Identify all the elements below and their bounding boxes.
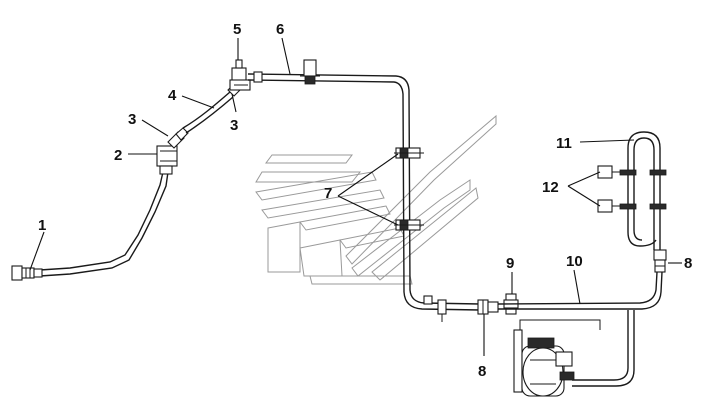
pipe-10	[497, 271, 663, 310]
callout-labels: 1 2 3 4 3 5 6 7 8 9 10 8 11 12	[38, 21, 692, 380]
callout-2: 2	[114, 147, 122, 164]
clamp-6	[300, 59, 320, 85]
clamp-7-lower	[394, 219, 424, 231]
coupling-8-right	[653, 249, 667, 273]
hose-4	[182, 91, 234, 134]
valve-5	[229, 59, 251, 91]
callout-1: 1	[38, 217, 46, 234]
callout-3-right: 3	[230, 117, 238, 134]
callout-9: 9	[506, 255, 514, 272]
leader-lines	[29, 37, 682, 356]
pipe-1	[17, 171, 169, 277]
clamp-7-upper	[394, 147, 424, 159]
connector-2	[156, 145, 178, 175]
compressor-unit	[513, 329, 575, 397]
clips-12	[597, 165, 667, 213]
return-pipe	[519, 310, 635, 387]
callout-10: 10	[566, 253, 583, 270]
coil-pipe-11	[627, 131, 661, 250]
elbow-fitting-3-left	[167, 127, 189, 149]
callout-3-left: 3	[128, 111, 136, 128]
bottom-tee-fitting	[423, 295, 447, 322]
callout-8-bottom: 8	[478, 363, 486, 380]
callout-7: 7	[324, 185, 332, 202]
callout-4: 4	[168, 87, 177, 104]
watermark-logo	[255, 114, 497, 285]
callout-6: 6	[276, 21, 284, 38]
coupling-8-bottom	[477, 299, 499, 315]
pipe-1-end-fitting	[11, 265, 43, 281]
callout-11: 11	[556, 135, 572, 152]
pipe-6	[247, 71, 481, 311]
callout-12: 12	[542, 179, 559, 196]
callout-5: 5	[233, 21, 241, 38]
callout-8-right: 8	[684, 255, 692, 272]
